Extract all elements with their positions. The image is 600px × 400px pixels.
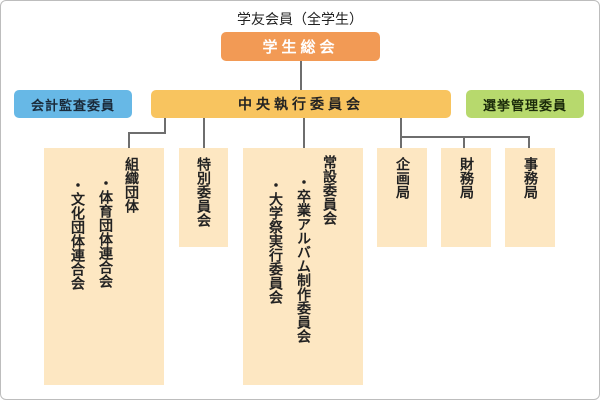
connector-left-bar — [128, 132, 166, 134]
standing-title: 常設委員会 — [321, 155, 337, 225]
connector-affairs-drop — [528, 136, 530, 149]
connector-right-bar — [400, 136, 530, 138]
connector-finance-drop — [463, 136, 465, 149]
election-committee-box: 選挙管理委員 — [466, 90, 584, 118]
planning-bureau-label: 企画局 — [394, 157, 410, 199]
planning-bureau-column — [377, 148, 427, 247]
student-council-box: 学生総会 — [221, 32, 380, 61]
finance-bureau-label: 財務局 — [458, 157, 474, 199]
connector-org-drop — [128, 132, 130, 148]
organizations-item-sports: ・体育団体連合会 — [97, 176, 113, 288]
affairs-bureau-label: 事務局 — [522, 157, 538, 199]
connector-council-exec — [300, 61, 302, 90]
finance-bureau-column — [441, 148, 491, 247]
standing-committee-column — [243, 148, 363, 385]
audit-committee-box: 会計監査委員 — [14, 90, 132, 118]
connector-standing-drop — [303, 118, 305, 149]
special-committee-label: 特別委員会 — [195, 157, 211, 227]
connector-special-drop — [203, 118, 205, 149]
standing-item-album: ・卒業アルバム制作委員会 — [295, 175, 311, 343]
executive-committee-box: 中央執行委員会 — [151, 90, 451, 118]
standing-item-festival: ・大学祭実行委員会 — [267, 178, 283, 304]
diagram-caption: 学友会員（全学生） — [237, 12, 363, 28]
affairs-bureau-column — [505, 148, 555, 247]
organizations-title: 組織団体 — [123, 157, 139, 213]
organizations-item-culture: ・文化団体連合会 — [69, 178, 85, 290]
special-committee-column — [179, 148, 228, 247]
connector-left-drop — [164, 118, 166, 133]
connector-right-drop — [400, 118, 402, 148]
organizations-column — [44, 148, 164, 385]
